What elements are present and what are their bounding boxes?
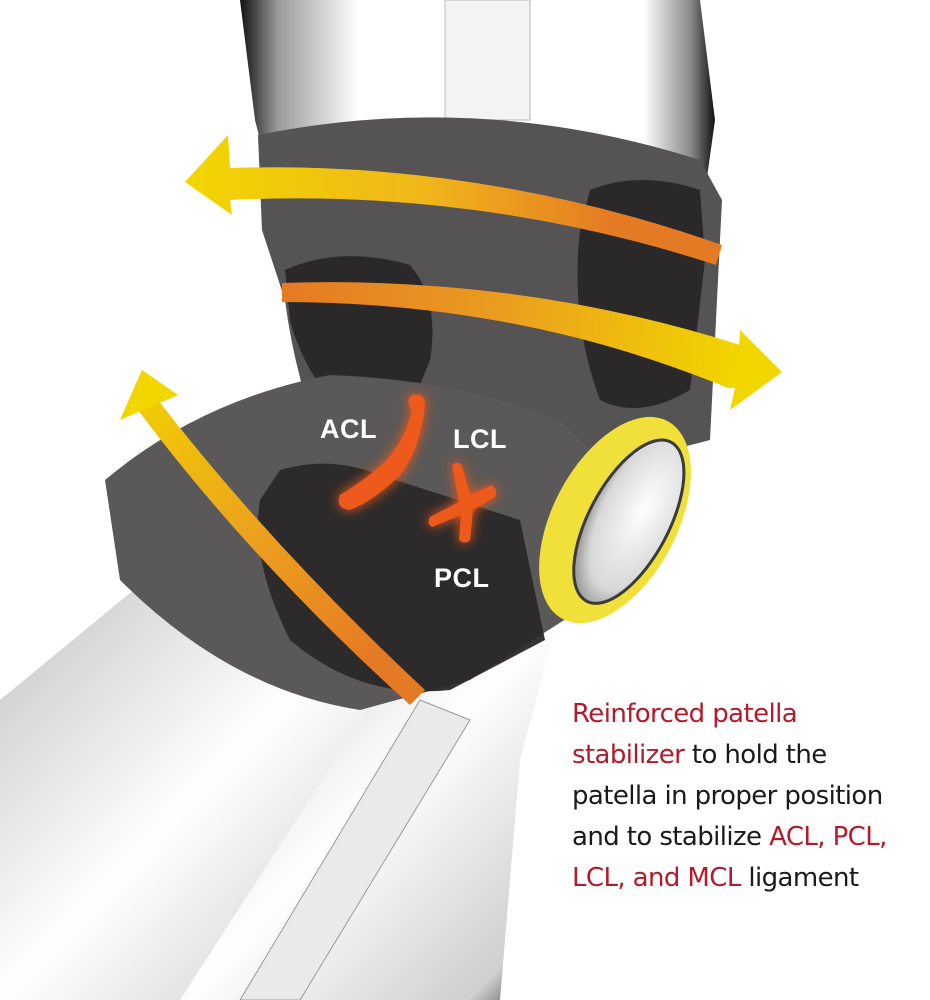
caption-text-segment: ligament — [740, 863, 859, 893]
arrow-up-left-diagonal-icon — [120, 370, 425, 705]
caption-highlight: LCL, and MCL — [572, 863, 741, 893]
caption-line-1: Reinforced patella — [572, 694, 930, 735]
strap-middle-band — [282, 282, 738, 388]
pcl-label: PCL — [434, 563, 490, 593]
caption-text-segment: patella in proper position — [572, 781, 883, 811]
ligaments — [338, 394, 496, 543]
brace-pad-lower — [258, 463, 545, 692]
acl-ligament — [338, 394, 425, 510]
caption-text-segment: and to stabilize — [572, 822, 770, 852]
patella-stabilizer — [539, 416, 691, 624]
caption-highlight: stabilizer — [572, 740, 685, 770]
caption-line-5: LCL, and MCL ligament — [572, 858, 930, 899]
caption-text-segment: to hold the — [684, 740, 827, 770]
thigh-bone — [444, 0, 531, 121]
caption-line-3: patella in proper position — [572, 776, 930, 817]
pcl-lcl-ligament-cross — [428, 462, 496, 543]
arrow-head-diagonal — [120, 370, 178, 420]
caption-text: Reinforced patella stabilizer to hold th… — [572, 694, 930, 899]
acl-label: ACL — [320, 414, 377, 444]
patella-opening — [572, 438, 686, 605]
arrow-left-top-icon — [185, 135, 722, 265]
caption-highlight: ACL, PCL, — [769, 822, 887, 852]
arrow-right-middle-icon — [728, 330, 782, 410]
caption-line-4: and to stabilize ACL, PCL, — [572, 817, 930, 858]
lcl-label: LCL — [453, 424, 507, 454]
shin-bone — [239, 699, 471, 1000]
caption-highlight: Reinforced patella — [572, 699, 798, 729]
caption-line-2: stabilizer to hold the — [572, 735, 930, 776]
